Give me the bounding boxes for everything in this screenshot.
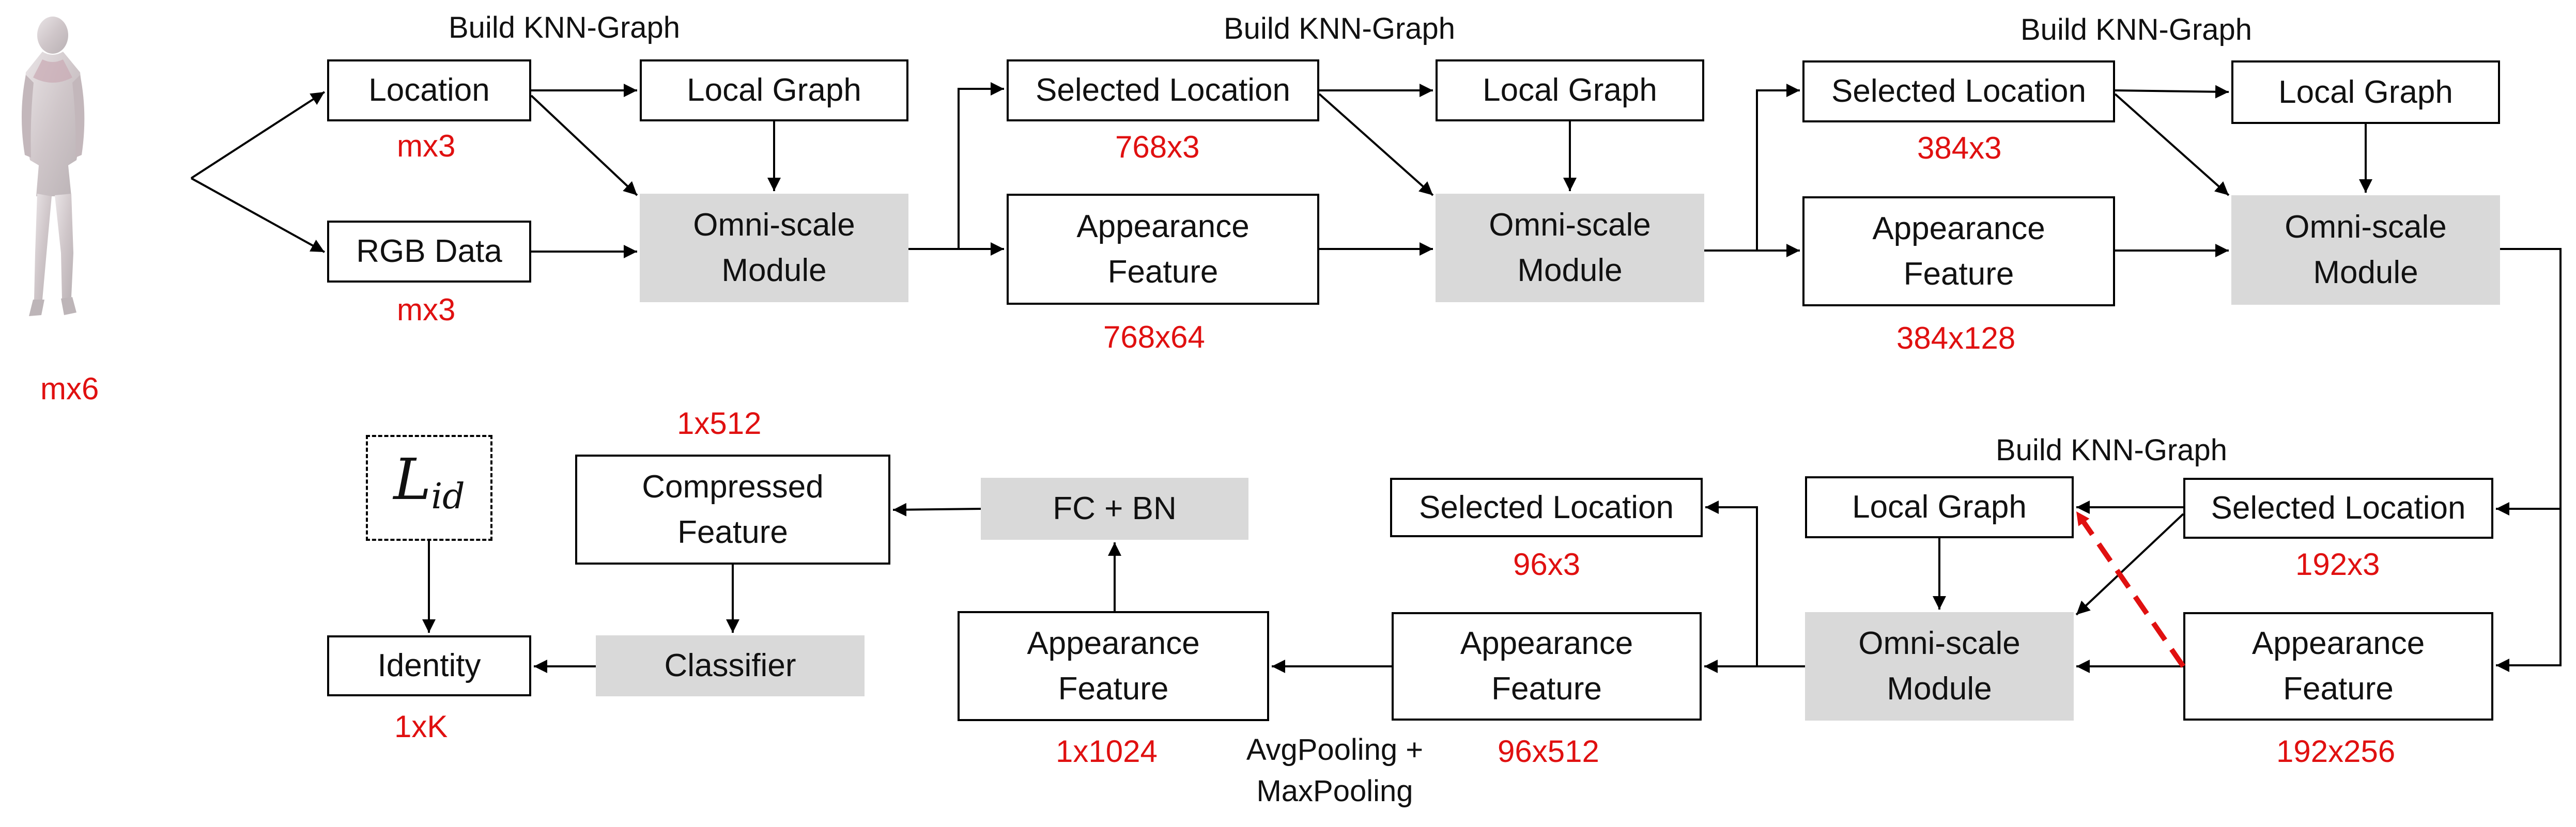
stage4-appearance-dims-label: 192x256 bbox=[2276, 734, 2396, 769]
stage3-appearance-line1: Appearance bbox=[1872, 210, 2045, 246]
red-dashed-link bbox=[2074, 510, 2186, 668]
stage2-appearance-dims-label: 768x64 bbox=[1103, 320, 1205, 354]
arrow-selected2-omni2 bbox=[1318, 93, 1434, 196]
arrow-selected3-localgraph3 bbox=[2115, 85, 2229, 99]
loss-symbol-subscript: id bbox=[431, 476, 465, 517]
stage5-appearance-line1: Appearance bbox=[1460, 626, 1633, 661]
location-box: Location bbox=[327, 59, 531, 121]
pooling-line2: MaxPooling bbox=[1256, 774, 1413, 808]
stage4-selected-dims-label: 192x3 bbox=[2295, 547, 2380, 582]
arrow-omni1-selected2 bbox=[908, 82, 1004, 250]
stage3-selected-dims-label: 384x3 bbox=[1917, 131, 2002, 165]
arrow-fcbn-compressed bbox=[892, 503, 981, 517]
classifier-box: Classifier bbox=[596, 635, 865, 696]
stage3-appearance-line2: Feature bbox=[1903, 256, 2014, 292]
stage2-local-graph-box: Local Graph bbox=[1436, 59, 1704, 121]
stage4-appearance-line2: Feature bbox=[2283, 671, 2394, 707]
pooled-appearance-line1: Appearance bbox=[1027, 625, 1200, 661]
stage5-selected-dims-label: 96x3 bbox=[1513, 547, 1581, 582]
stage5-appearance-dims-label: 96x512 bbox=[1498, 734, 1599, 769]
stage3-local-graph-box: Local Graph bbox=[2231, 60, 2500, 124]
arrow-input-location bbox=[190, 91, 326, 179]
stage3-appearance-dims-label: 384x128 bbox=[1896, 321, 2016, 355]
arrow-omni2-selected3 bbox=[1704, 84, 1800, 252]
arrow-selected3-omni3 bbox=[2114, 93, 2230, 196]
stage3-omni-line1: Omni-scale bbox=[2285, 209, 2447, 245]
stage1-omni-line1: Omni-scale bbox=[693, 207, 855, 243]
rgb-data-box: RGB Data bbox=[327, 221, 531, 283]
stage5-appearance-line2: Feature bbox=[1491, 671, 1602, 707]
identity-loss-symbol: Lid bbox=[393, 451, 465, 520]
stage2-selected-dims-label: 768x3 bbox=[1115, 130, 1200, 164]
arrow-location-omni bbox=[530, 95, 638, 196]
stage2-selected-location-box: Selected Location bbox=[1007, 59, 1319, 121]
stage2-omni-line1: Omni-scale bbox=[1489, 207, 1651, 243]
stage4-title: Build KNN-Graph bbox=[1996, 433, 2228, 467]
pooled-appearance-dims-label: 1x1024 bbox=[1056, 734, 1158, 769]
fc-bn-box: FC + BN bbox=[981, 478, 1248, 540]
input-dims-label: mx6 bbox=[40, 371, 99, 406]
arrow-omni3-appearance4 bbox=[2496, 509, 2562, 672]
stage1-title: Build KNN-Graph bbox=[449, 11, 681, 44]
pooled-appearance-line2: Feature bbox=[1058, 670, 1169, 707]
arrow-omni4-selected5 bbox=[1705, 501, 1758, 666]
compressed-dims-label: 1x512 bbox=[677, 406, 762, 441]
arrow-omni3-selected4 bbox=[2496, 248, 2562, 516]
compressed-line1: Compressed bbox=[642, 469, 824, 505]
human-point-cloud-figure bbox=[21, 17, 85, 316]
location-dims-label: mx3 bbox=[397, 129, 456, 163]
stage5-selected-location-box: Selected Location bbox=[1390, 478, 1703, 537]
stage2-appearance-line2: Feature bbox=[1107, 254, 1218, 290]
stage4-selected-location-box: Selected Location bbox=[2183, 478, 2493, 539]
stage3-selected-location-box: Selected Location bbox=[1802, 60, 2115, 122]
stage2-title: Build KNN-Graph bbox=[1224, 12, 1456, 45]
arrow-input-rgb bbox=[191, 177, 325, 253]
stage4-appearance-line1: Appearance bbox=[2251, 626, 2425, 661]
stage4-omni-line2: Module bbox=[1887, 671, 1992, 707]
identity-dims-label: 1xK bbox=[394, 709, 448, 744]
rgb-dims-label: mx3 bbox=[397, 292, 456, 327]
stage4-omni-line1: Omni-scale bbox=[1858, 626, 2020, 661]
stage2-appearance-line1: Appearance bbox=[1076, 208, 1250, 244]
stage4-local-graph-box: Local Graph bbox=[1805, 476, 2074, 538]
stage2-omni-line2: Module bbox=[1517, 253, 1623, 288]
stage1-local-graph-box: Local Graph bbox=[640, 59, 908, 121]
pooling-line1: AvgPooling + bbox=[1246, 733, 1424, 767]
identity-box: Identity bbox=[327, 635, 531, 696]
stage3-omni-line2: Module bbox=[2313, 255, 2418, 290]
identity-loss-box: Lid bbox=[366, 435, 492, 541]
arrow-selected4-omni4 bbox=[2075, 513, 2184, 616]
stage1-omni-line2: Module bbox=[721, 253, 827, 288]
pooling-label: AvgPooling + MaxPooling bbox=[1229, 729, 1441, 812]
compressed-line2: Feature bbox=[677, 514, 788, 550]
loss-symbol-letter: L bbox=[393, 446, 431, 512]
stage3-title: Build KNN-Graph bbox=[2020, 13, 2253, 46]
